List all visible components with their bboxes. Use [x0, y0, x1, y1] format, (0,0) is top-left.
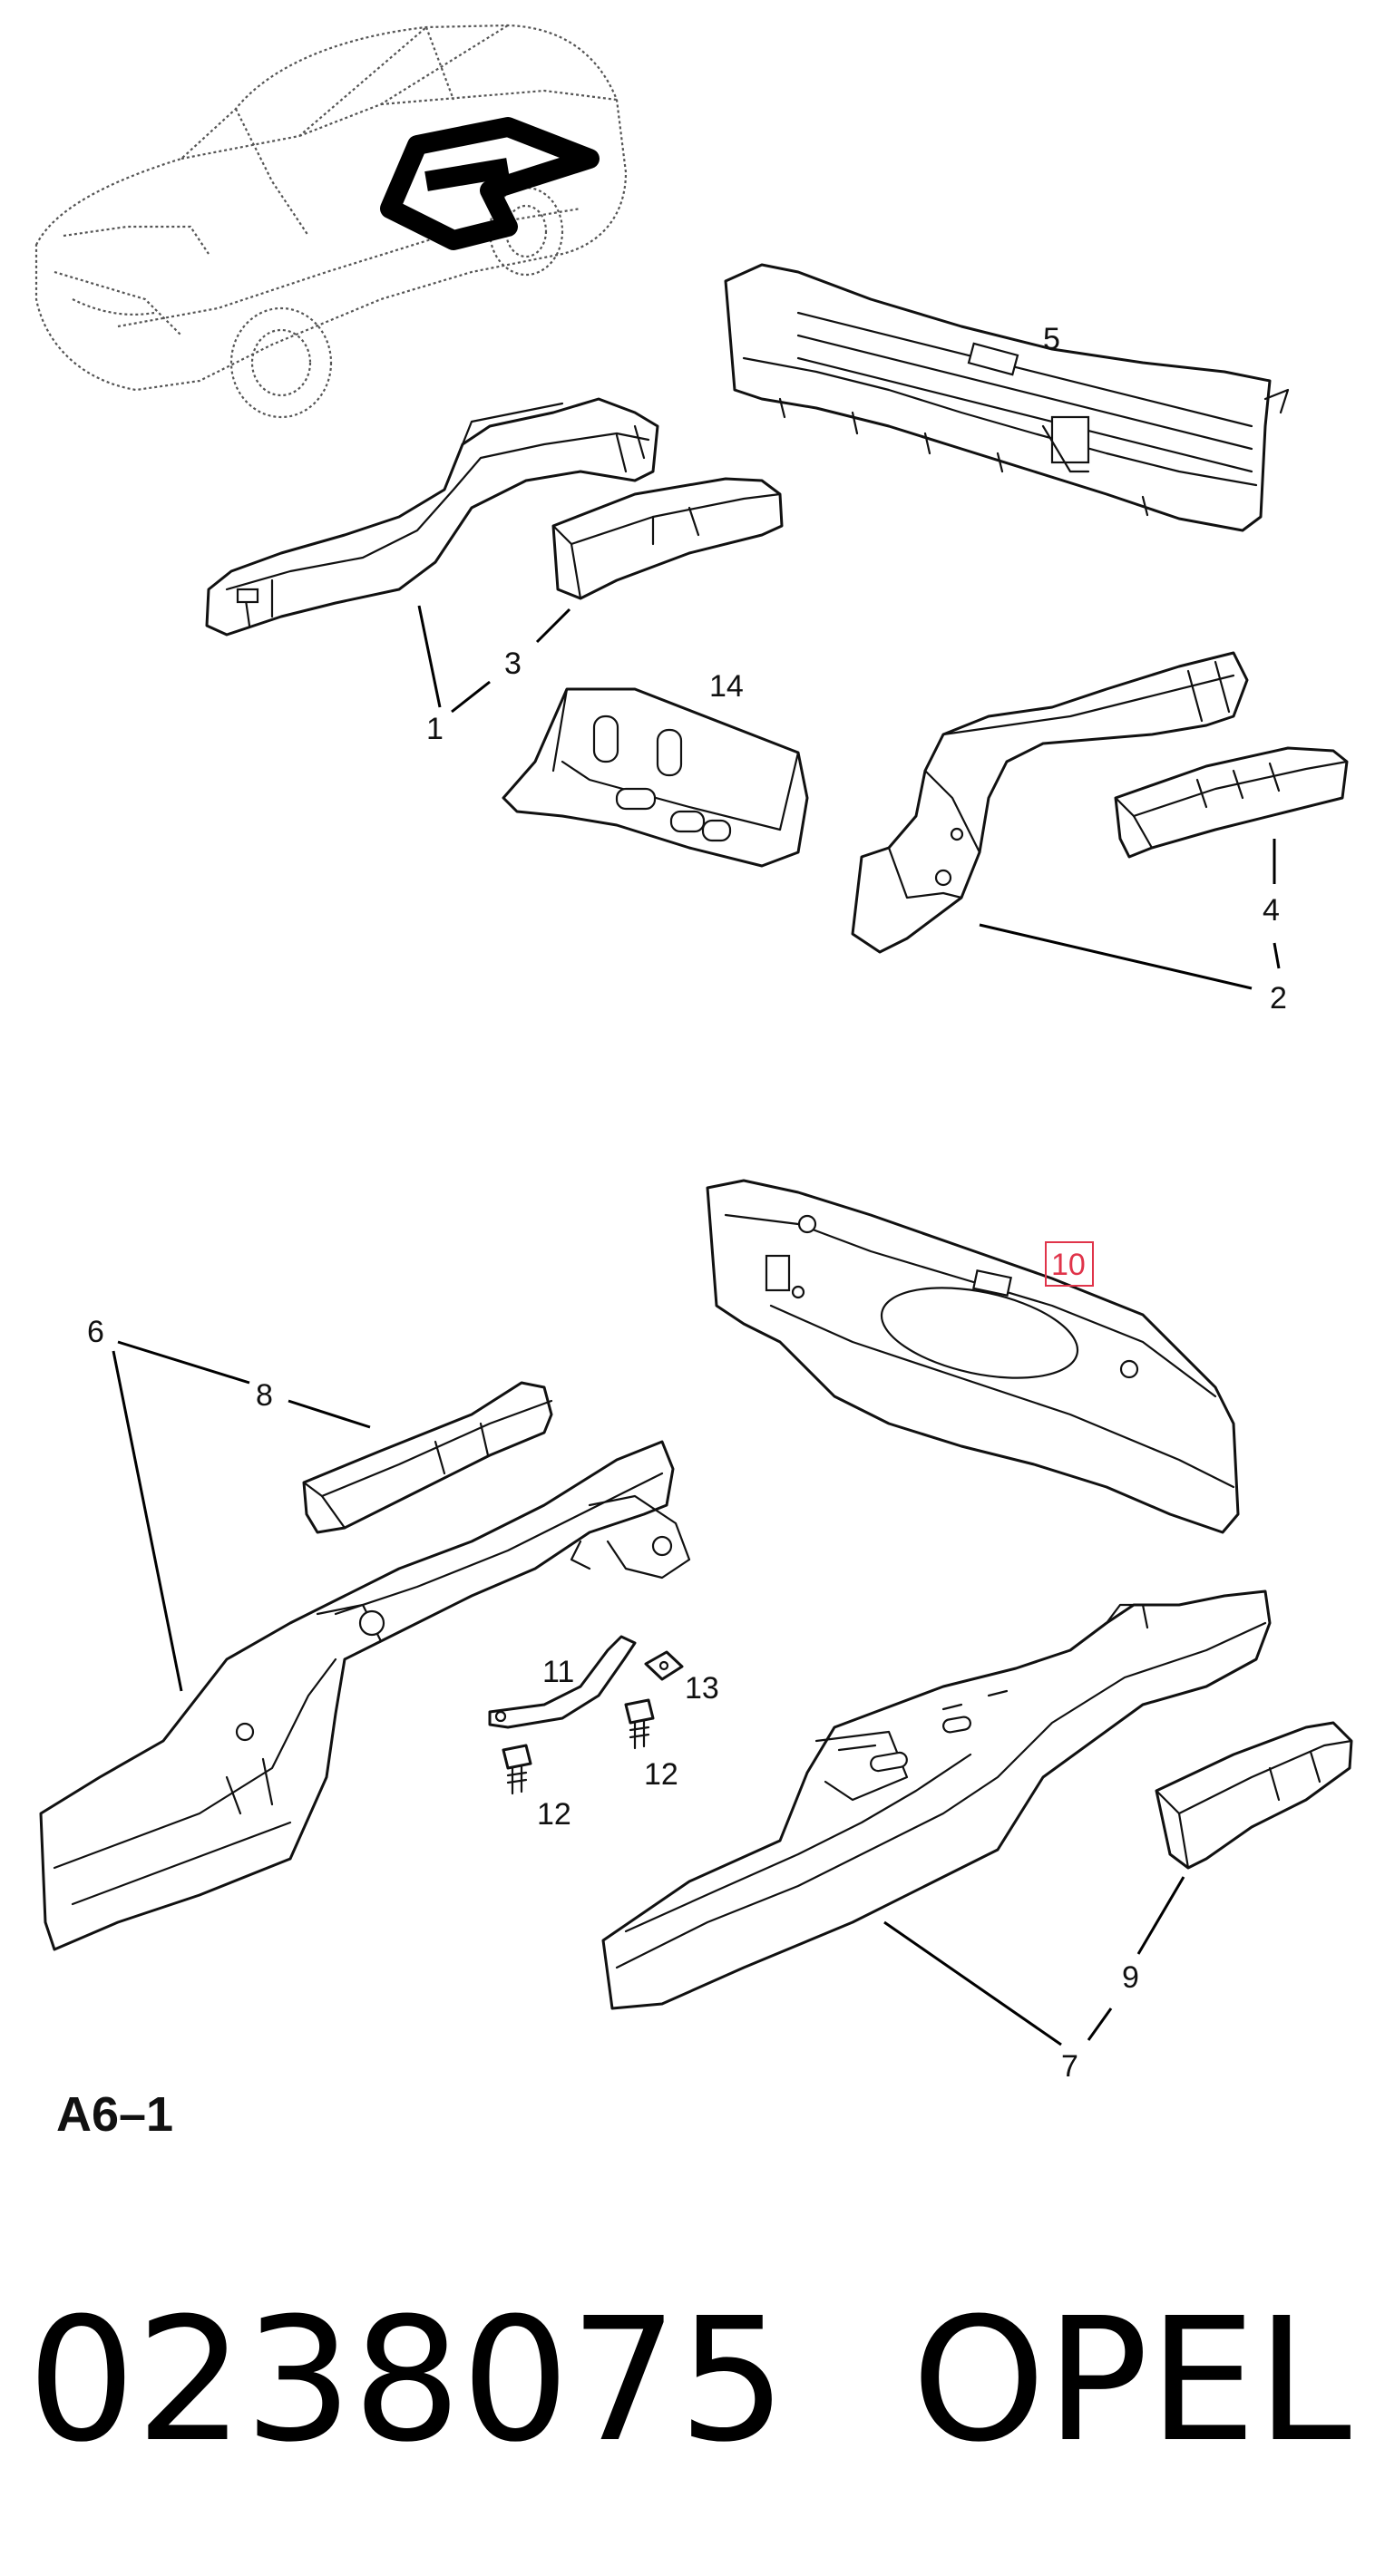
callout-3: 3 [504, 646, 522, 681]
car-overview-illustration [34, 24, 628, 419]
part-4-channel [1114, 746, 1349, 859]
part-10-floor-panel [706, 1179, 1240, 1534]
leader-lines [112, 605, 1281, 2046]
callout-11: 11 [542, 1655, 574, 1689]
callout-2: 2 [1270, 981, 1287, 1016]
callout-10-highlight-box [1045, 1241, 1094, 1287]
callout-14: 14 [709, 669, 744, 704]
part-1-rail [205, 397, 659, 637]
callout-8: 8 [256, 1378, 273, 1413]
callout-7: 7 [1061, 2049, 1078, 2084]
figure-code: A6–1 [56, 2087, 173, 2142]
car-floor-highlight [380, 117, 600, 250]
part-2-rail [851, 651, 1249, 954]
part-3-channel [551, 477, 784, 600]
brand-name: OPEL [912, 2281, 1351, 2480]
part-number: 0238075 [27, 2281, 786, 2480]
callout-1: 1 [426, 712, 444, 746]
part-5-rear-panel [724, 263, 1290, 532]
part-7-rail [601, 1589, 1272, 2010]
callout-6: 6 [87, 1315, 104, 1349]
callout-4: 4 [1263, 893, 1280, 928]
callout-labels: 1 3 14 5 4 2 10 6 8 11 13 12 12 9 7 [87, 322, 1287, 2084]
callout-12-left: 12 [537, 1797, 571, 1832]
callout-13: 13 [685, 1671, 719, 1706]
part-11-strap [488, 1635, 637, 1729]
part-6-rail [39, 1440, 691, 1951]
part-14-bracket [502, 687, 809, 868]
callout-9: 9 [1122, 1960, 1139, 1995]
part-8-channel [302, 1381, 553, 1534]
part-12-bolt-right [624, 1698, 655, 1750]
callout-12-right: 12 [644, 1757, 678, 1792]
callout-5: 5 [1043, 322, 1060, 356]
callout-10: 10 [1051, 1248, 1086, 1282]
part-9-channel [1155, 1721, 1353, 1870]
part-12-bolt-left [502, 1744, 532, 1795]
part-13-clip [644, 1650, 684, 1681]
